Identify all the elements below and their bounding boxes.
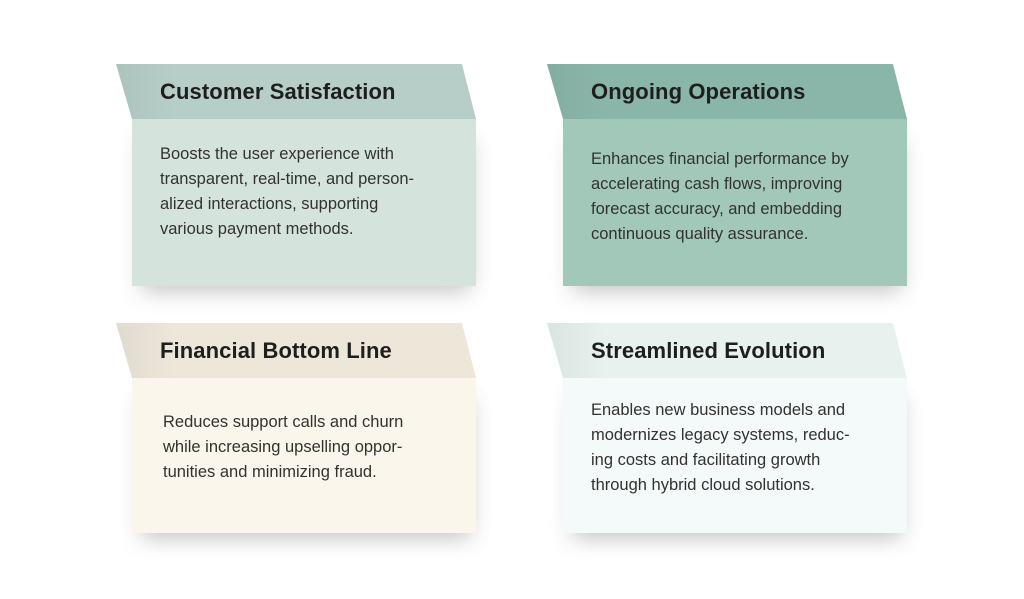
card-body: Reduces support calls and churn while in…: [132, 377, 476, 533]
card-description: Enhances financial performance by accele…: [591, 150, 849, 243]
card-header: Streamlined Evolution: [547, 323, 907, 378]
card-title: Streamlined Evolution: [591, 337, 826, 363]
card-header: Financial Bottom Line: [116, 323, 476, 378]
card-body: Boosts the user experience with transpar…: [132, 118, 476, 286]
card-body: Enhances financial performance by accele…: [563, 118, 907, 286]
card-title: Customer Satisfaction: [160, 78, 396, 104]
card-description: Boosts the user experience with transpar…: [160, 145, 415, 238]
card-description: Enables new business models and moderniz…: [591, 401, 850, 494]
card-body: Enables new business models and moderniz…: [563, 377, 907, 533]
card-header: Ongoing Operations: [547, 64, 907, 119]
card-header: Customer Satisfaction: [116, 64, 476, 119]
card-title: Ongoing Operations: [591, 78, 806, 104]
card-description: Reduces support calls and churn while in…: [163, 413, 404, 481]
card-title: Financial Bottom Line: [160, 337, 392, 363]
